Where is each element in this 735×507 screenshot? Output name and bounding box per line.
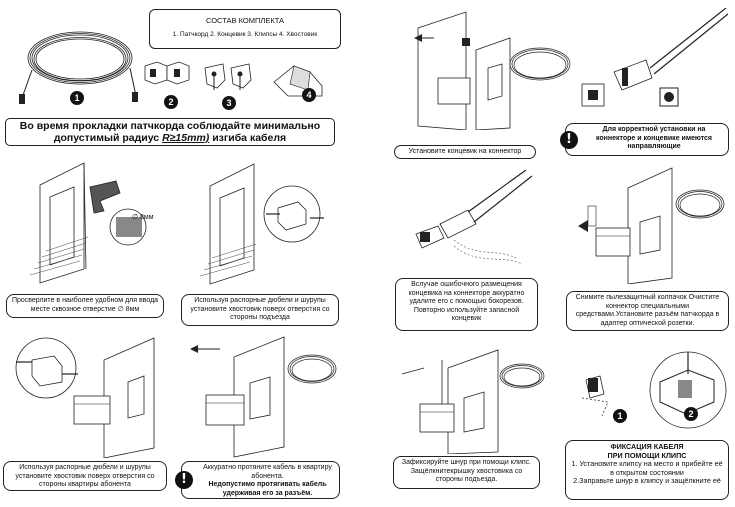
kit-number-1: 1 bbox=[70, 91, 84, 105]
fix-cable-illustration bbox=[581, 351, 727, 429]
kit-number-2: 2 bbox=[164, 95, 178, 109]
remove-cap-caption: Снимите пылезащитный колпачок Очистите к… bbox=[566, 291, 729, 331]
drill-illustration: ∅ 8мм bbox=[29, 162, 154, 284]
bend-radius-banner: Во время прокладки патчкорда соблюдайте … bbox=[5, 118, 335, 146]
warning-icon: ! bbox=[560, 131, 578, 149]
banner-line-1: Во время прокладки патчкорда соблюдайте … bbox=[19, 120, 321, 132]
bend-radius-value: R≥15mm) bbox=[162, 132, 210, 144]
pull-cable-caption: Аккуратно протяните кабель в квартиру аб… bbox=[203, 464, 332, 480]
dowel-entrance-illustration bbox=[199, 163, 324, 285]
dowel-entrance-caption: Используя распорные дюбели и шурупы уста… bbox=[181, 294, 339, 326]
end-cap-illustration bbox=[144, 61, 190, 85]
orientation-warning-box: Для корректной установки на коннекторе и… bbox=[565, 123, 729, 156]
remove-cap-illustration bbox=[578, 167, 725, 284]
fix-step-number-2: 2 bbox=[684, 407, 698, 421]
drill-diameter-label: ∅ 8мм bbox=[132, 214, 154, 221]
orientation-warning: Для корректной установки на коннекторе и… bbox=[595, 126, 713, 150]
kit-title: СОСТАВ КОМПЛЕКТА bbox=[205, 16, 285, 25]
fix-cable-title-2: ПРИ ПОМОЩИ КЛИПС bbox=[607, 450, 687, 460]
drill-caption: Просверлите в наиболее удобном для ввода… bbox=[6, 294, 164, 318]
fix-cable-line-1: 1. Установите клипсу на место и прибейте… bbox=[571, 459, 723, 477]
fix-cable-box: ФИКСАЦИЯ КАБЕЛЯ ПРИ ПОМОЩИ КЛИПС 1. Уста… bbox=[565, 440, 729, 500]
clips-install-illustration bbox=[401, 349, 545, 454]
patchcord-coil-illustration bbox=[19, 31, 138, 104]
fix-step-number-1: 1 bbox=[613, 409, 627, 423]
dowel-apartment-caption: Используя распорные дюбели и шурупы уста… bbox=[3, 461, 167, 491]
install-cap-illustration bbox=[414, 8, 728, 130]
clips-caption: Зафиксируйте шнур при помощи клипс. Защё… bbox=[393, 456, 540, 489]
banner-line-2: допустимый радиус R≥15mm) изгиба кабеля bbox=[53, 132, 287, 144]
kit-number-4: 4 bbox=[302, 88, 316, 102]
dowel-apartment-illustration bbox=[15, 337, 155, 458]
clips-illustration bbox=[204, 63, 252, 90]
kit-items: 1. Патчкорд 2. Концевик 3. Клипсы 4. Хво… bbox=[172, 31, 318, 38]
cable-entry-cover-illustration bbox=[273, 65, 323, 97]
fix-cable-title-1: ФИКСАЦИЯ КАБЕЛЯ bbox=[610, 442, 684, 451]
wrong-install-illustration bbox=[415, 169, 533, 265]
fix-cable-line-2: 2.Заправьте шнур в клипсу и защёлкните е… bbox=[573, 476, 721, 485]
wrong-install-caption: Вслучае ошибочного размещения концевика … bbox=[395, 278, 538, 331]
pull-cable-illustration bbox=[190, 336, 337, 458]
kit-number-3: 3 bbox=[222, 96, 236, 110]
install-cap-caption: Установите концевик на коннектор bbox=[394, 145, 536, 159]
kit-box: СОСТАВ КОМПЛЕКТА 1. Патчкорд 2. Концевик… bbox=[149, 9, 341, 49]
warning-icon: ! bbox=[175, 471, 193, 489]
pull-cable-caption-box: Аккуратно протяните кабель в квартиру аб… bbox=[181, 461, 340, 499]
pull-cable-warning: Недопустимо протягивать кабель удерживая… bbox=[208, 481, 327, 497]
